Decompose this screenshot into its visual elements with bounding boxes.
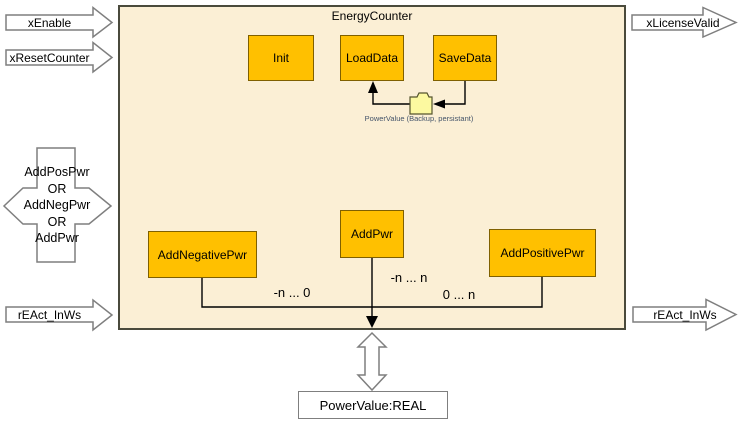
power-value-box: PowerValue:REAL [298, 391, 448, 419]
block-add-negative-pwr: AddNegativePwr [148, 231, 257, 278]
output-label-react-inws: rEAct_InWs [653, 307, 717, 322]
connector-folder-to-loaddata [372, 92, 410, 105]
selector-line: OR [47, 214, 67, 229]
block-add-pwr: AddPwr [340, 210, 404, 258]
block-save-data: SaveData [433, 35, 497, 81]
block-load-data: LoadData [340, 35, 404, 81]
diagram-title: EnergyCounter [331, 9, 413, 23]
block-add-positive-pwr: AddPositivePwr [489, 229, 596, 277]
selector-line: AddNegPwr [23, 198, 91, 212]
selector-double-arrow [2, 147, 113, 263]
output-arrow-react-inws [632, 298, 738, 332]
selector-line: AddPosPwr [24, 165, 90, 179]
selector-label-block: AddPosPwr OR AddNegPwr OR AddPwr [2, 164, 112, 247]
persistence-caption: PowerValue (Backup, persistant) [364, 114, 474, 123]
arrowhead-up-icon [368, 81, 378, 93]
input-arrow-react-inws [5, 298, 114, 332]
selector-line: OR [47, 181, 67, 196]
range-label-positive: 0 ... n [442, 287, 476, 302]
output-arrow-x-license-valid [631, 6, 738, 39]
connector-savedata-to-folder [445, 81, 466, 105]
block-init: Init [248, 35, 314, 81]
input-arrow-x-enable [5, 5, 114, 39]
arrowhead-down-icon [366, 316, 378, 328]
selector-line: AddPwr [35, 231, 79, 245]
arrowhead-left-icon [433, 99, 445, 109]
range-label-negative: -n ... 0 [273, 285, 311, 300]
folder-icon [409, 92, 433, 115]
input-arrow-x-reset-counter [5, 40, 114, 74]
input-label-react-inws: rEAct_InWs [17, 307, 82, 322]
output-label-x-license-valid: xLicenseValid [646, 15, 720, 30]
bidirectional-arrow [356, 331, 388, 392]
input-label-x-reset-counter: xResetCounter [9, 50, 90, 65]
range-label-bidirectional: -n ... n [390, 270, 428, 285]
input-label-x-enable: xEnable [27, 15, 72, 30]
